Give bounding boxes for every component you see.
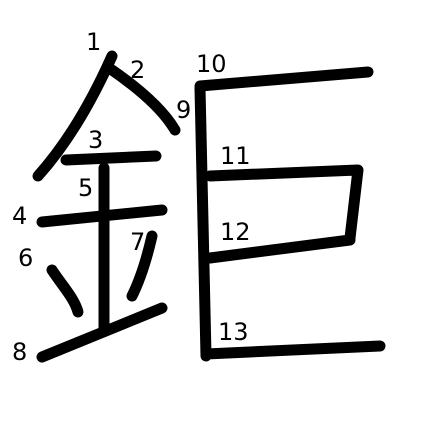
stroke-3 [60,150,162,166]
stroke-12 [204,234,356,264]
stroke-number-6: 6 [18,244,33,272]
stroke-13 [200,340,386,360]
stroke-number-3: 3 [88,126,103,154]
stroke-number-12: 12 [220,218,251,246]
stroke-number-10: 10 [196,50,227,78]
stroke-number-9: 9 [176,96,191,124]
stroke-number-8: 8 [12,338,27,366]
stroke-10 [194,66,374,92]
stroke-9 [194,82,212,362]
stroke-number-13: 13 [218,318,249,346]
stroke-number-7: 7 [130,228,145,256]
stroke-number-11: 11 [220,142,251,170]
stroke-6 [46,264,84,318]
stroke-8 [36,302,168,363]
stroke-number-4: 4 [12,202,27,230]
stroke-7 [126,230,158,302]
stroke-number-2: 2 [130,56,145,84]
stroke-1 [32,50,118,182]
stroke-11 [204,164,364,244]
stroke-2 [106,64,181,136]
stroke-number-5: 5 [78,174,93,202]
stroke-number-1: 1 [86,28,101,56]
